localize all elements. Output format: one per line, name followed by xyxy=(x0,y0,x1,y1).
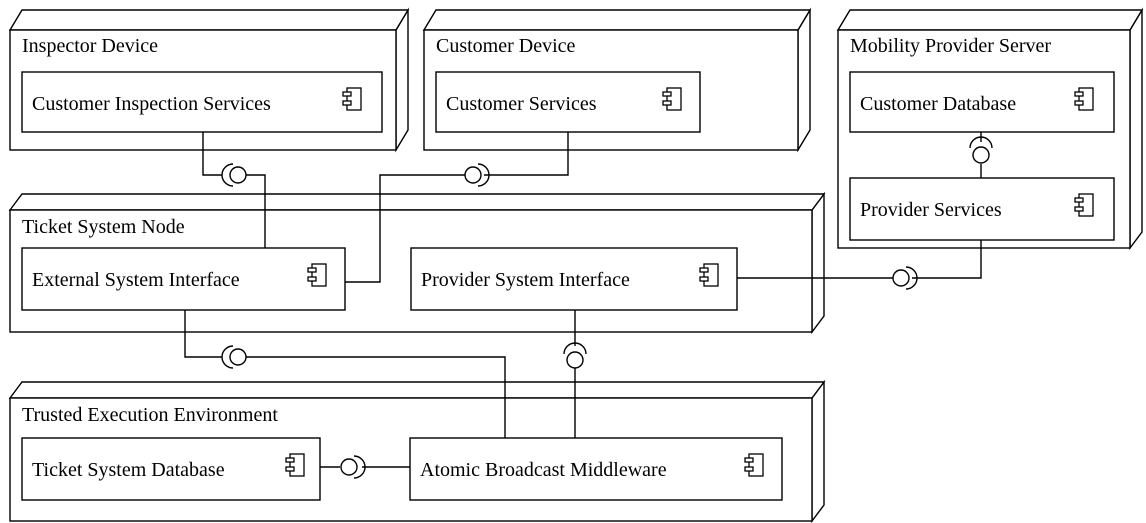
node-title: Customer Device xyxy=(436,35,576,57)
component-label: External System Interface xyxy=(32,269,240,291)
lollipop-ball-icon xyxy=(566,351,584,369)
connector-customer-external xyxy=(484,132,569,176)
uml-component-icon xyxy=(744,453,764,477)
interface-provider-psi xyxy=(892,266,918,290)
connector-customer-external-b xyxy=(345,174,465,283)
connector-inspection-external-b xyxy=(244,174,266,248)
lollipop-ball-icon xyxy=(340,458,358,476)
lollipop-ball-icon xyxy=(229,166,247,184)
socket-icon xyxy=(477,163,490,187)
node-title: Mobility Provider Server xyxy=(850,35,1051,57)
node-title: Ticket System Node xyxy=(22,216,185,238)
component-label: Atomic Broadcast Middleware xyxy=(420,459,667,481)
node-title: Inspector Device xyxy=(22,35,158,57)
component-provider-services: Provider Services xyxy=(849,177,1115,241)
lollipop-ball-icon xyxy=(464,166,482,184)
connector-provider-psi xyxy=(912,240,982,279)
node-title: Trusted Execution Environment xyxy=(22,404,278,426)
uml-component-icon xyxy=(285,453,305,477)
uml-component-icon xyxy=(699,263,719,287)
lollipop-ball-icon xyxy=(892,269,910,287)
socket-icon xyxy=(563,342,587,355)
component-external-system-interface: External System Interface xyxy=(21,247,346,311)
socket-icon xyxy=(353,455,366,479)
lollipop-ball-icon xyxy=(972,146,990,164)
connector-esi-abm-b xyxy=(244,356,506,438)
component-label: Provider System Interface xyxy=(421,269,630,291)
socket-icon xyxy=(969,136,993,149)
connector-esi-abm xyxy=(184,310,222,358)
interface-esi-abm xyxy=(221,345,247,369)
uml-component-icon xyxy=(307,263,327,287)
uml-component-icon xyxy=(1074,87,1094,111)
component-customer-services: Customer Services xyxy=(435,71,701,133)
interface-tsd-abm xyxy=(340,455,366,479)
component-provider-system-interface: Provider System Interface xyxy=(410,247,738,311)
interface-psi-abm xyxy=(563,342,587,369)
interface-customer-external xyxy=(464,163,490,187)
socket-icon xyxy=(905,266,918,290)
interface-inspection-external xyxy=(221,163,247,187)
connector-inspection-external xyxy=(202,132,222,176)
socket-icon xyxy=(221,345,234,369)
component-label: Customer Inspection Services xyxy=(32,93,271,115)
interface-database-provider xyxy=(969,136,993,164)
component-customer-inspection-services: Customer Inspection Services xyxy=(21,71,383,133)
component-customer-database: Customer Database xyxy=(849,71,1115,133)
component-label: Customer Database xyxy=(860,93,1016,115)
socket-icon xyxy=(221,163,234,187)
component-label: Ticket System Database xyxy=(32,459,225,481)
uml-component-icon xyxy=(662,87,682,111)
component-atomic-broadcast-middleware: Atomic Broadcast Middleware xyxy=(409,437,783,501)
component-label: Customer Services xyxy=(446,93,597,115)
connectors xyxy=(184,132,982,468)
component-label: Provider Services xyxy=(860,199,1002,221)
lollipop-ball-icon xyxy=(229,348,247,366)
uml-component-icon xyxy=(1074,193,1094,217)
component-ticket-system-database: Ticket System Database xyxy=(21,437,321,501)
uml-component-icon xyxy=(342,87,362,111)
